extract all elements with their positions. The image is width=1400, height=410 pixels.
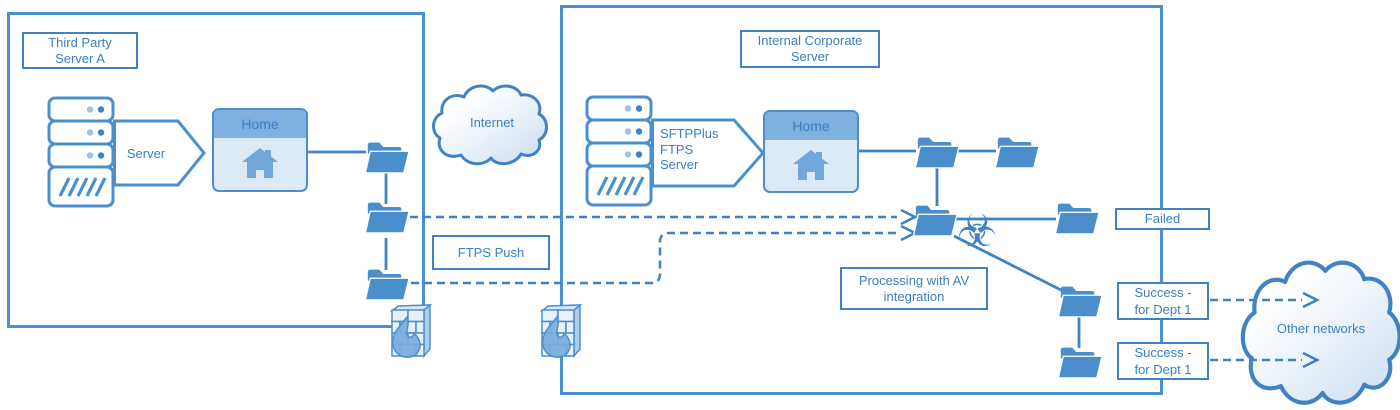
success-dept1-box-2: Success - for Dept 1 [1117, 342, 1209, 380]
internal-corporate-title-line2: Server [790, 49, 830, 64]
folder-icon-failed [1054, 200, 1100, 237]
internal-corporate-title-box: Internal Corporate Server [740, 30, 880, 68]
home-window-left-title: Home [214, 110, 306, 138]
home-window-left: Home [212, 108, 308, 192]
server-arrow-right-line3: Server [660, 157, 699, 172]
biohazard-icon: ☣ [956, 204, 998, 257]
firewall-icon-left [386, 302, 434, 367]
success1-line1: Success - [1134, 285, 1192, 300]
ftps-push-label-box: FTPS Push [432, 235, 550, 270]
folder-icon-right-b [994, 134, 1040, 171]
server-arrow-label-left: Server [126, 146, 166, 161]
server-arrow-label-right: SFTPPlus FTPS Server [660, 126, 734, 173]
success2-line2: for Dept 1 [1134, 362, 1192, 377]
other-networks-cloud-label: Other networks [1276, 321, 1366, 336]
folder-icon-dept1-a [1057, 283, 1103, 320]
processing-av-label-box: Processing with AV integration [840, 267, 988, 310]
failed-label-box: Failed [1115, 208, 1210, 230]
third-party-title-line2: Server A [55, 50, 105, 66]
house-icon [242, 148, 278, 180]
ftps-push-label: FTPS Push [457, 244, 525, 260]
third-party-title-box: Third Party Server A [22, 32, 138, 69]
folder-icon-left-2 [364, 199, 410, 236]
internet-cloud [430, 80, 554, 177]
success-dept1-box-1: Success - for Dept 1 [1117, 282, 1209, 320]
success1-line2: for Dept 1 [1134, 302, 1192, 317]
firewall-icon-right [536, 302, 584, 367]
house-icon [793, 149, 829, 182]
folder-icon-left-3 [364, 266, 410, 303]
third-party-zone-box [7, 12, 425, 328]
server-icon-right [585, 95, 653, 207]
internet-cloud-label: Internet [469, 115, 515, 130]
other-networks-cloud [1238, 250, 1400, 410]
home-window-right-body [765, 140, 857, 191]
processing-av-line1: Processing with AV [858, 272, 970, 288]
processing-av-line2: integration [883, 288, 945, 304]
failed-label: Failed [1144, 211, 1181, 226]
home-window-right-title: Home [765, 112, 857, 140]
server-icon-left [47, 96, 115, 208]
server-arrow-right-line1: SFTPPlus [660, 126, 719, 141]
internal-corporate-zone-box [560, 5, 1163, 395]
third-party-title-line1: Third Party [48, 34, 112, 50]
success2-line1: Success - [1134, 345, 1192, 360]
folder-icon-right-a [914, 134, 960, 171]
home-window-right: Home [763, 110, 859, 193]
internal-corporate-title-line1: Internal Corporate [757, 33, 863, 48]
server-arrow-right-line2: FTPS [660, 141, 694, 157]
home-window-left-body [214, 138, 306, 190]
folder-icon-dept1-b [1057, 344, 1103, 381]
folder-icon-left-1 [364, 139, 410, 176]
